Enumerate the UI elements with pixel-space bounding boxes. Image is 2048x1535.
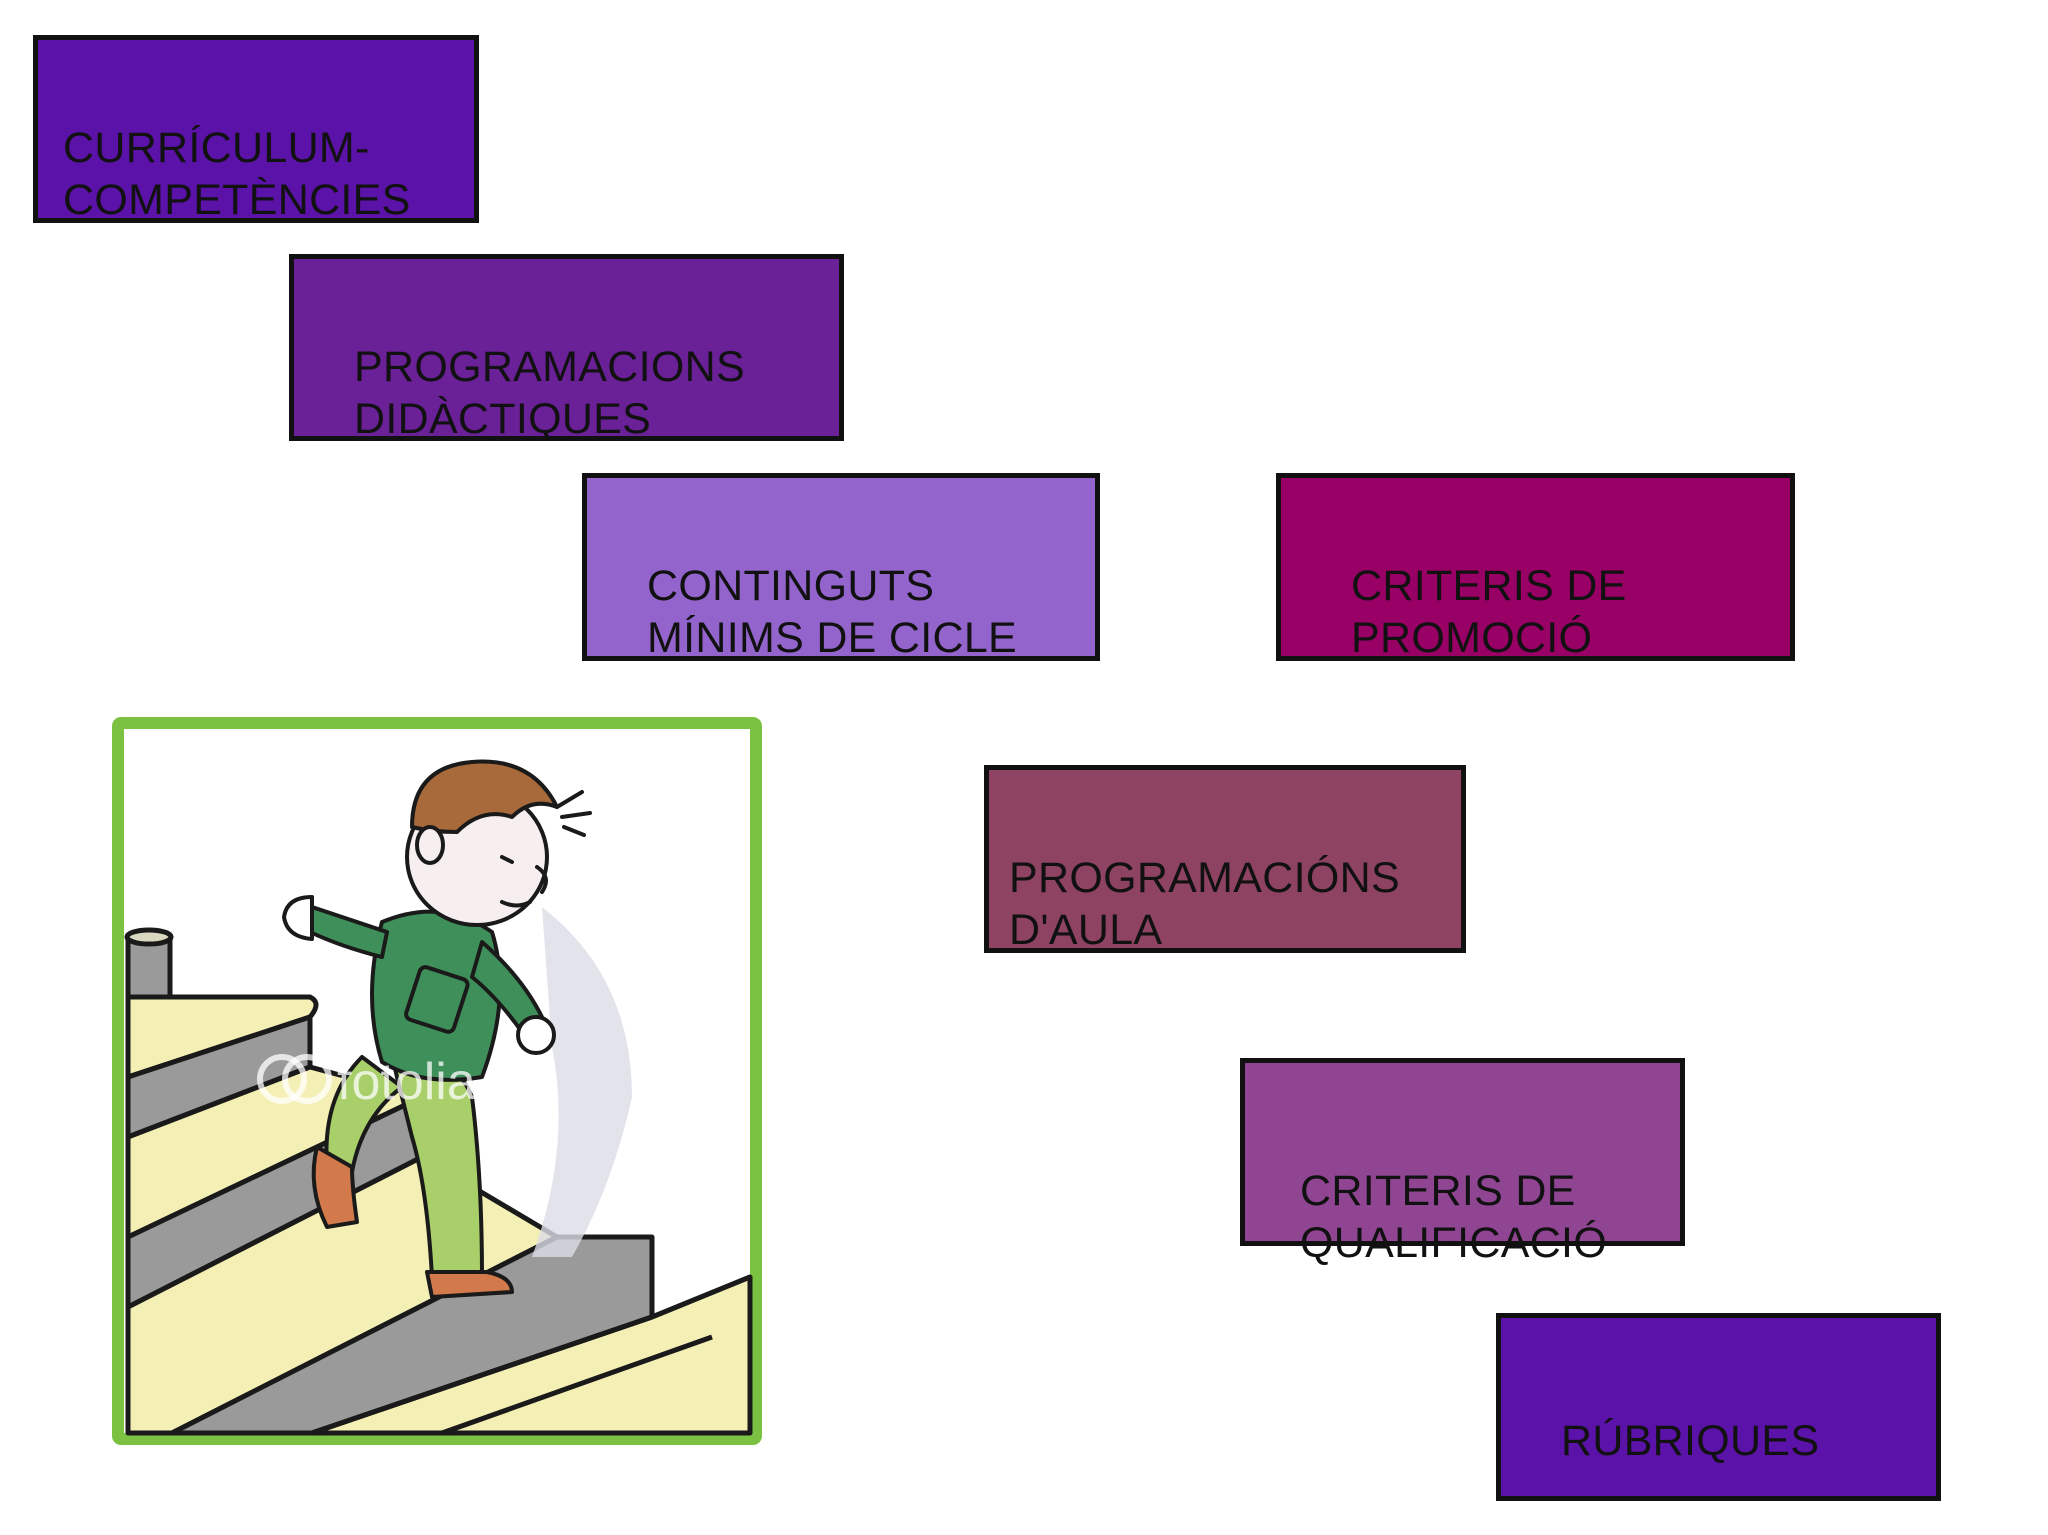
fotolia-watermark: fotolia <box>257 1053 476 1111</box>
box-curriculum-label: CURRÍCULUM- COMPETÈNCIES <box>63 124 411 224</box>
box-criteris-promocio: CRITERIS DE PROMOCIÓ <box>1276 473 1795 662</box>
watermark-text: fotolia <box>337 1053 476 1111</box>
box-continguts-label: CONTINGUTS MÍNIMS DE CICLE <box>647 562 1018 662</box>
box-rubriques-label: RÚBRIQUES <box>1561 1417 1820 1465</box>
box-aula-label: PROGRAMACIÓNS D'AULA <box>1009 854 1400 954</box>
stairs-illustration-svg: fotolia <box>112 717 762 1445</box>
box-continguts-minims: CONTINGUTS MÍNIMS DE CICLE <box>582 473 1100 662</box>
box-programacions-label: PROGRAMACIONS DIDÀCTIQUES <box>354 343 745 443</box>
boy-climbing-stairs-illustration: fotolia <box>112 717 762 1445</box>
box-curriculum-competencies: CURRÍCULUM- COMPETÈNCIES <box>33 35 479 224</box>
box-promocio-label: CRITERIS DE PROMOCIÓ <box>1351 562 1627 662</box>
box-criteris-qualificacio: CRITERIS DE QUALIFICACIÓ <box>1240 1058 1685 1267</box>
box-programacions-aula: PROGRAMACIÓNS D'AULA <box>984 765 1466 954</box>
boy-shadow <box>532 907 632 1257</box>
box-programacions-didactiques: PROGRAMACIONS DIDÀCTIQUES <box>289 254 844 443</box>
box-qualificacio-label: CRITERIS DE QUALIFICACIÓ <box>1300 1167 1608 1267</box>
boy-figure <box>282 759 592 1299</box>
box-rubriques: RÚBRIQUES <box>1496 1313 1941 1501</box>
